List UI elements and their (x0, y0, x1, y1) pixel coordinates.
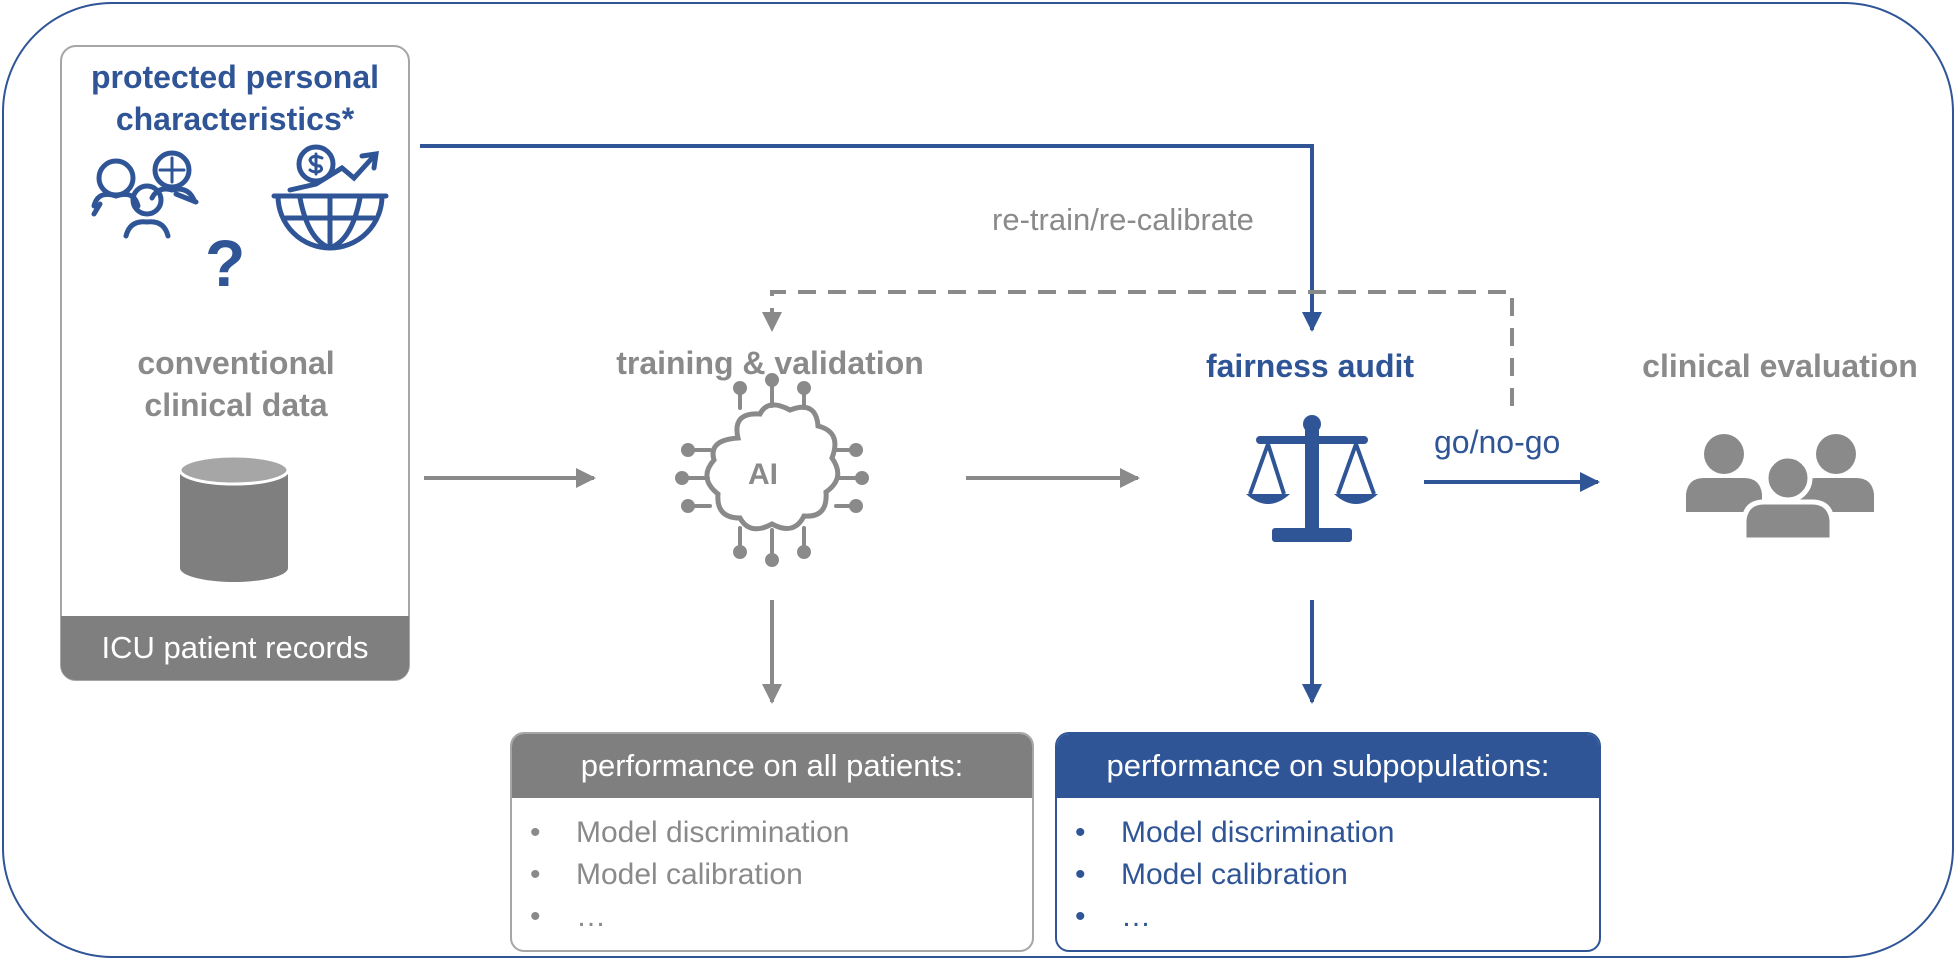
fairness-audit-label: fairness audit (1205, 348, 1415, 384)
question-icon: ? (205, 226, 246, 300)
records-box (60, 45, 410, 681)
protected-characteristics-title: protected personal characteristics* (90, 59, 380, 137)
panel-subpopulations: performance on subpopulations: •Model di… (1055, 732, 1601, 952)
retrain-label: re-train/re-calibrate (992, 202, 1254, 237)
balance-scale-icon (1246, 415, 1378, 542)
people-diversity-icon (91, 150, 199, 239)
records-label: ICU patient records (61, 616, 409, 680)
ai-label: AI (748, 458, 778, 491)
list-item: •Model calibration (530, 858, 803, 891)
list-item: •… (530, 900, 606, 933)
panel-subpopulations-list: •Model discrimination •Model calibration… (1075, 812, 1394, 938)
clinical-evaluation-label: clinical evaluation (1642, 348, 1918, 384)
list-item: •Model discrimination (1075, 816, 1395, 849)
list-item: •… (1075, 900, 1151, 933)
database-icon (178, 454, 290, 582)
protected-to-audit-arrow (420, 144, 1322, 332)
ai-brain-icon (675, 373, 869, 567)
panel-subpopulations-header: performance on subpopulations: (1057, 734, 1599, 798)
list-item: •Model discrimination (530, 816, 850, 849)
group-icon (1686, 434, 1874, 543)
conventional-data-title: conventional clinical data (137, 345, 335, 423)
globe-finance-icon (271, 144, 389, 251)
panel-all-patients-list: •Model discrimination •Model calibration… (530, 812, 849, 938)
retrain-arrow (762, 290, 1514, 406)
panel-all-patients-header: performance on all patients: (512, 734, 1032, 798)
gonogo-label: go/no-go (1434, 424, 1561, 460)
list-item: •Model calibration (1075, 858, 1348, 891)
panel-all-patients: performance on all patients: •Model disc… (510, 732, 1034, 952)
